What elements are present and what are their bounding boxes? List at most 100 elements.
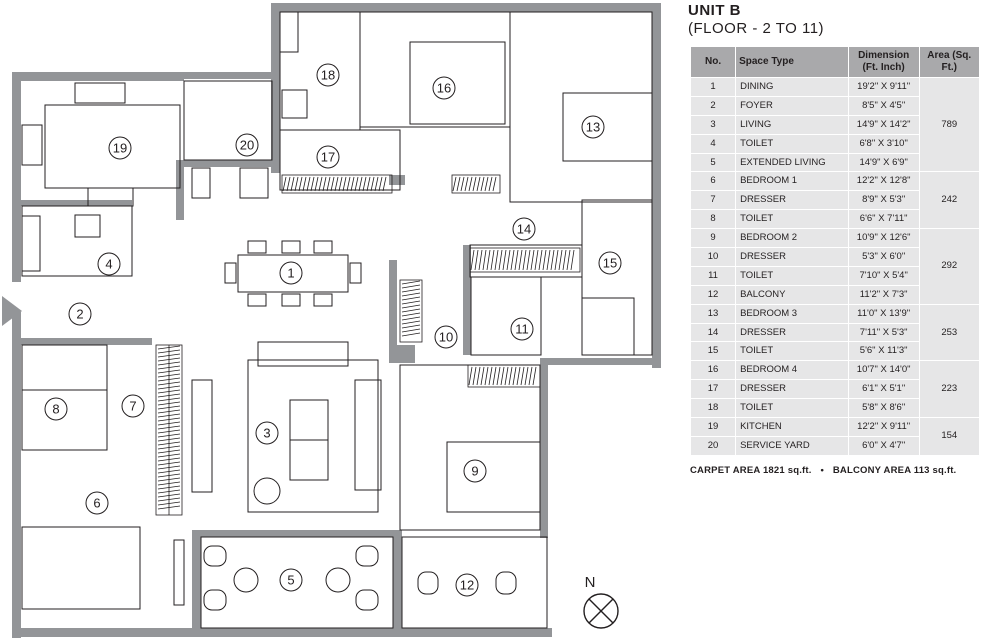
svg-text:7: 7	[129, 399, 136, 414]
cell-no: 19	[689, 417, 737, 437]
svg-text:6: 6	[93, 496, 100, 511]
cell-no: 15	[689, 341, 737, 362]
room-label-5: 5	[279, 568, 303, 592]
area-table: No. Space Type Dimension (Ft. Inch) Area…	[689, 46, 980, 456]
cell-no: 12	[689, 284, 737, 305]
unit-title: UNIT B	[688, 2, 741, 19]
cell-dim: 12'2" X 12'8"	[847, 171, 920, 192]
cell-no: 14	[689, 322, 737, 343]
svg-text:1: 1	[287, 266, 294, 281]
svg-text:N: N	[585, 574, 596, 591]
room-label-4: 4	[97, 252, 121, 276]
cell-no: 20	[689, 435, 737, 456]
cell-space: TOILET	[735, 133, 849, 154]
dining-set	[224, 240, 362, 307]
summary-separator: •	[820, 465, 824, 476]
cell-space: TOILET	[735, 341, 849, 362]
balcony-area: BALCONY AREA 113 sq.ft.	[832, 465, 957, 476]
cell-no: 4	[689, 133, 737, 154]
room-label-6: 6	[85, 491, 109, 515]
room-label-20: 20	[235, 133, 259, 157]
cell-no: 9	[689, 228, 737, 249]
room-label-10: 10	[434, 325, 458, 349]
cell-no: 1	[689, 77, 737, 97]
cell-space: KITCHEN	[735, 417, 849, 437]
cell-space: BALCONY	[735, 284, 849, 305]
cell-dim: 11'0" X 13'9"	[847, 303, 920, 324]
cell-area: 242	[918, 171, 980, 230]
svg-text:15: 15	[603, 256, 617, 271]
cell-no: 10	[689, 247, 737, 267]
cell-dim: 6'6" X 7'11"	[847, 209, 920, 230]
area-summary: CARPET AREA 1821 sq.ft. • BALCONY AREA 1…	[690, 465, 956, 476]
room-labels: 1 2 3 4 5 6 7 8 9 10 11 12 13 14 15 16 1…	[44, 63, 622, 597]
cell-dim: 8'9" X 5'3"	[847, 190, 920, 211]
cell-dim: 10'9" X 12'6"	[847, 228, 920, 249]
header-no: No.	[689, 46, 737, 78]
cell-dim: 12'2" X 9'11"	[847, 417, 920, 437]
room-label-19: 19	[108, 136, 132, 160]
cell-dim: 5'8" X 8'6"	[847, 398, 920, 419]
svg-text:3: 3	[263, 426, 270, 441]
svg-text:18: 18	[321, 68, 335, 83]
room-label-9: 9	[463, 459, 487, 483]
cell-area: 292	[918, 228, 980, 305]
cell-dim: 5'3" X 6'0"	[847, 247, 920, 267]
cell-space: EXTENDED LIVING	[735, 152, 849, 173]
floor-range: (FLOOR - 2 TO 11)	[688, 20, 825, 37]
cell-no: 13	[689, 303, 737, 324]
cell-no: 7	[689, 190, 737, 211]
cell-dim: 14'9" X 6'9"	[847, 152, 920, 173]
cell-no: 2	[689, 95, 737, 116]
cell-dim: 8'5" X 4'5"	[847, 95, 920, 116]
floor-plan: 1 2 3 4 5 6 7 8 9 10 11 12 13 14 15 16 1…	[2, 3, 661, 638]
cell-dim: 10'7" X 14'0"	[847, 360, 920, 381]
cell-space: TOILET	[735, 209, 849, 230]
cell-space: DRESSER	[735, 190, 849, 211]
carpet-area: CARPET AREA 1821 sq.ft.	[690, 465, 812, 476]
cell-space: TOILET	[735, 398, 849, 419]
svg-text:8: 8	[52, 402, 59, 417]
cell-no: 6	[689, 171, 737, 192]
cell-dim: 11'2" X 7'3"	[847, 284, 920, 305]
cell-no: 3	[689, 114, 737, 135]
svg-text:11: 11	[515, 322, 529, 337]
cell-dim: 14'9" X 14'2"	[847, 114, 920, 135]
extended-living-furniture	[203, 545, 517, 611]
cell-space: DRESSER	[735, 247, 849, 267]
cell-area: 253	[918, 303, 980, 362]
cell-area: 789	[918, 76, 980, 173]
cell-space: TOILET	[735, 265, 849, 286]
room-label-7: 7	[121, 394, 145, 418]
room-label-18: 18	[316, 63, 340, 87]
cell-dim: 6'1" X 5'1"	[847, 379, 920, 400]
room-label-11: 11	[510, 317, 534, 341]
cell-dim: 7'10" X 5'4"	[847, 265, 920, 286]
cell-dim: 19'2" X 9'11"	[847, 77, 920, 97]
svg-text:9: 9	[471, 464, 478, 479]
cell-space: FOYER	[735, 95, 849, 116]
cell-dim: 5'6" X 11'3"	[847, 341, 920, 362]
room-label-13: 13	[581, 115, 605, 139]
header-space-type: Space Type	[735, 46, 849, 78]
cell-space: DRESSER	[735, 379, 849, 400]
room-label-16: 16	[432, 76, 456, 100]
svg-text:17: 17	[321, 150, 335, 165]
svg-text:2: 2	[76, 307, 83, 322]
